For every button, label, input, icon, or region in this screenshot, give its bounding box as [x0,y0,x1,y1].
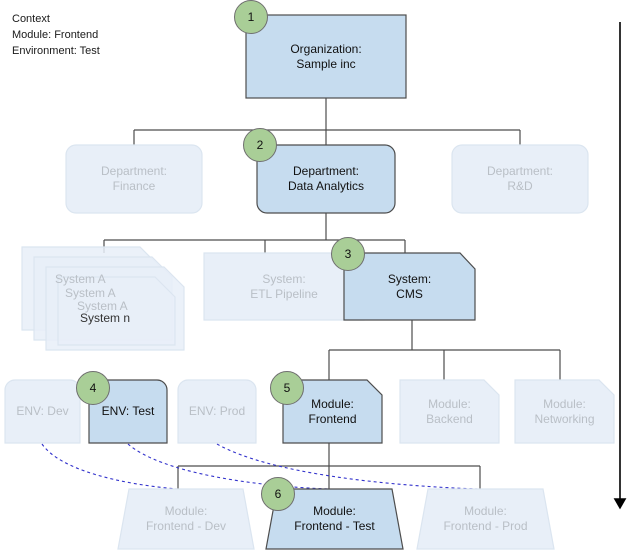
deployment-label-frontend-dev: Module: Frontend - Dev [145,504,227,533]
department-shape-finance[interactable] [65,144,203,214]
env-shape-prod[interactable] [177,379,257,444]
module-shape-frontend[interactable] [282,379,383,444]
env-node-prod[interactable]: ENV: Prod [178,380,256,443]
system-label-cms: System: CMS [387,271,432,301]
env-node-test[interactable]: ENV: Test [89,380,167,443]
deployment-node-frontend-dev[interactable]: Module: Frontend - Dev [118,489,254,549]
module-node-frontend[interactable]: Module: Frontend [283,380,382,443]
module-label-backend: Module: Backend [426,396,473,426]
badge-module-frontend[interactable]: 5 [270,371,304,405]
badge-env-test[interactable]: 4 [76,371,110,405]
department-shape-data-analytics[interactable] [256,144,396,214]
department-node-rnd[interactable]: Department: R&D [452,145,588,213]
organization-node[interactable]: Organization: Sample inc [246,15,406,98]
department-node-data-analytics[interactable]: Department: Data Analytics [257,145,395,213]
badge-department-data-analytics[interactable]: 2 [243,128,277,162]
connector-env-deployments-dashed [41,443,479,490]
module-node-backend[interactable]: Module: Backend [400,380,499,443]
department-label-data-analytics: Department: Data Analytics [287,164,365,193]
system-label-etl-pipeline: System: ETL Pipeline [250,271,318,301]
system-stack-label-3: System A [77,299,128,313]
module-label-frontend: Module: Frontend [308,396,357,426]
organization-shape[interactable] [245,14,407,99]
system-node-cms[interactable]: System: CMS [344,253,475,320]
system-stack-shape-4[interactable] [57,276,176,346]
deployment-label-frontend-prod: Module: Frontend - Prod [443,504,528,533]
module-shape-backend[interactable] [399,379,500,444]
system-node-etl-pipeline[interactable]: System: ETL Pipeline [204,253,364,320]
badge-system-cms[interactable]: 3 [331,237,365,271]
connector-module-deployments [177,443,481,490]
env-label-prod: ENV: Prod [188,404,246,418]
deployment-shape-frontend-dev[interactable] [117,488,255,550]
system-shape-cms[interactable] [343,252,476,321]
deployment-node-frontend-prod[interactable]: Module: Frontend - Prod [417,489,554,549]
badge-organization[interactable]: 1 [234,0,268,34]
badge-deployment-frontend-test[interactable]: 6 [261,477,295,511]
env-label-test: ENV: Test [101,404,155,418]
module-node-networking[interactable]: Module: Networking [515,380,614,443]
department-label-finance: Department: Finance [100,164,168,193]
connector-org-departments [133,98,521,145]
module-shape-networking[interactable] [514,379,615,444]
context-panel: Context Module: Frontend Environment: Te… [12,13,100,57]
organization-label: Organization: Sample inc [290,41,362,71]
department-shape-rnd[interactable] [451,144,589,214]
env-label-dev: ENV: Dev [16,404,69,418]
department-label-rnd: Department: R&D [486,164,554,193]
module-label-networking: Module: Networking [534,396,595,426]
deployment-shape-frontend-prod[interactable] [416,488,555,550]
deployment-node-frontend-test[interactable]: Module: Frontend - Test [266,489,403,549]
env-node-dev[interactable]: ENV: Dev [5,380,80,443]
system-stack-label-4: System n [80,311,131,325]
deployment-label-frontend-test: Module: Frontend - Test [294,504,375,533]
deployment-shape-frontend-test[interactable] [265,488,404,550]
system-stack-label-1: System A [55,272,106,286]
connector-system-modules [328,320,561,380]
system-stack-label-2: System A [65,286,116,300]
department-node-finance[interactable]: Department: Finance [66,145,202,213]
